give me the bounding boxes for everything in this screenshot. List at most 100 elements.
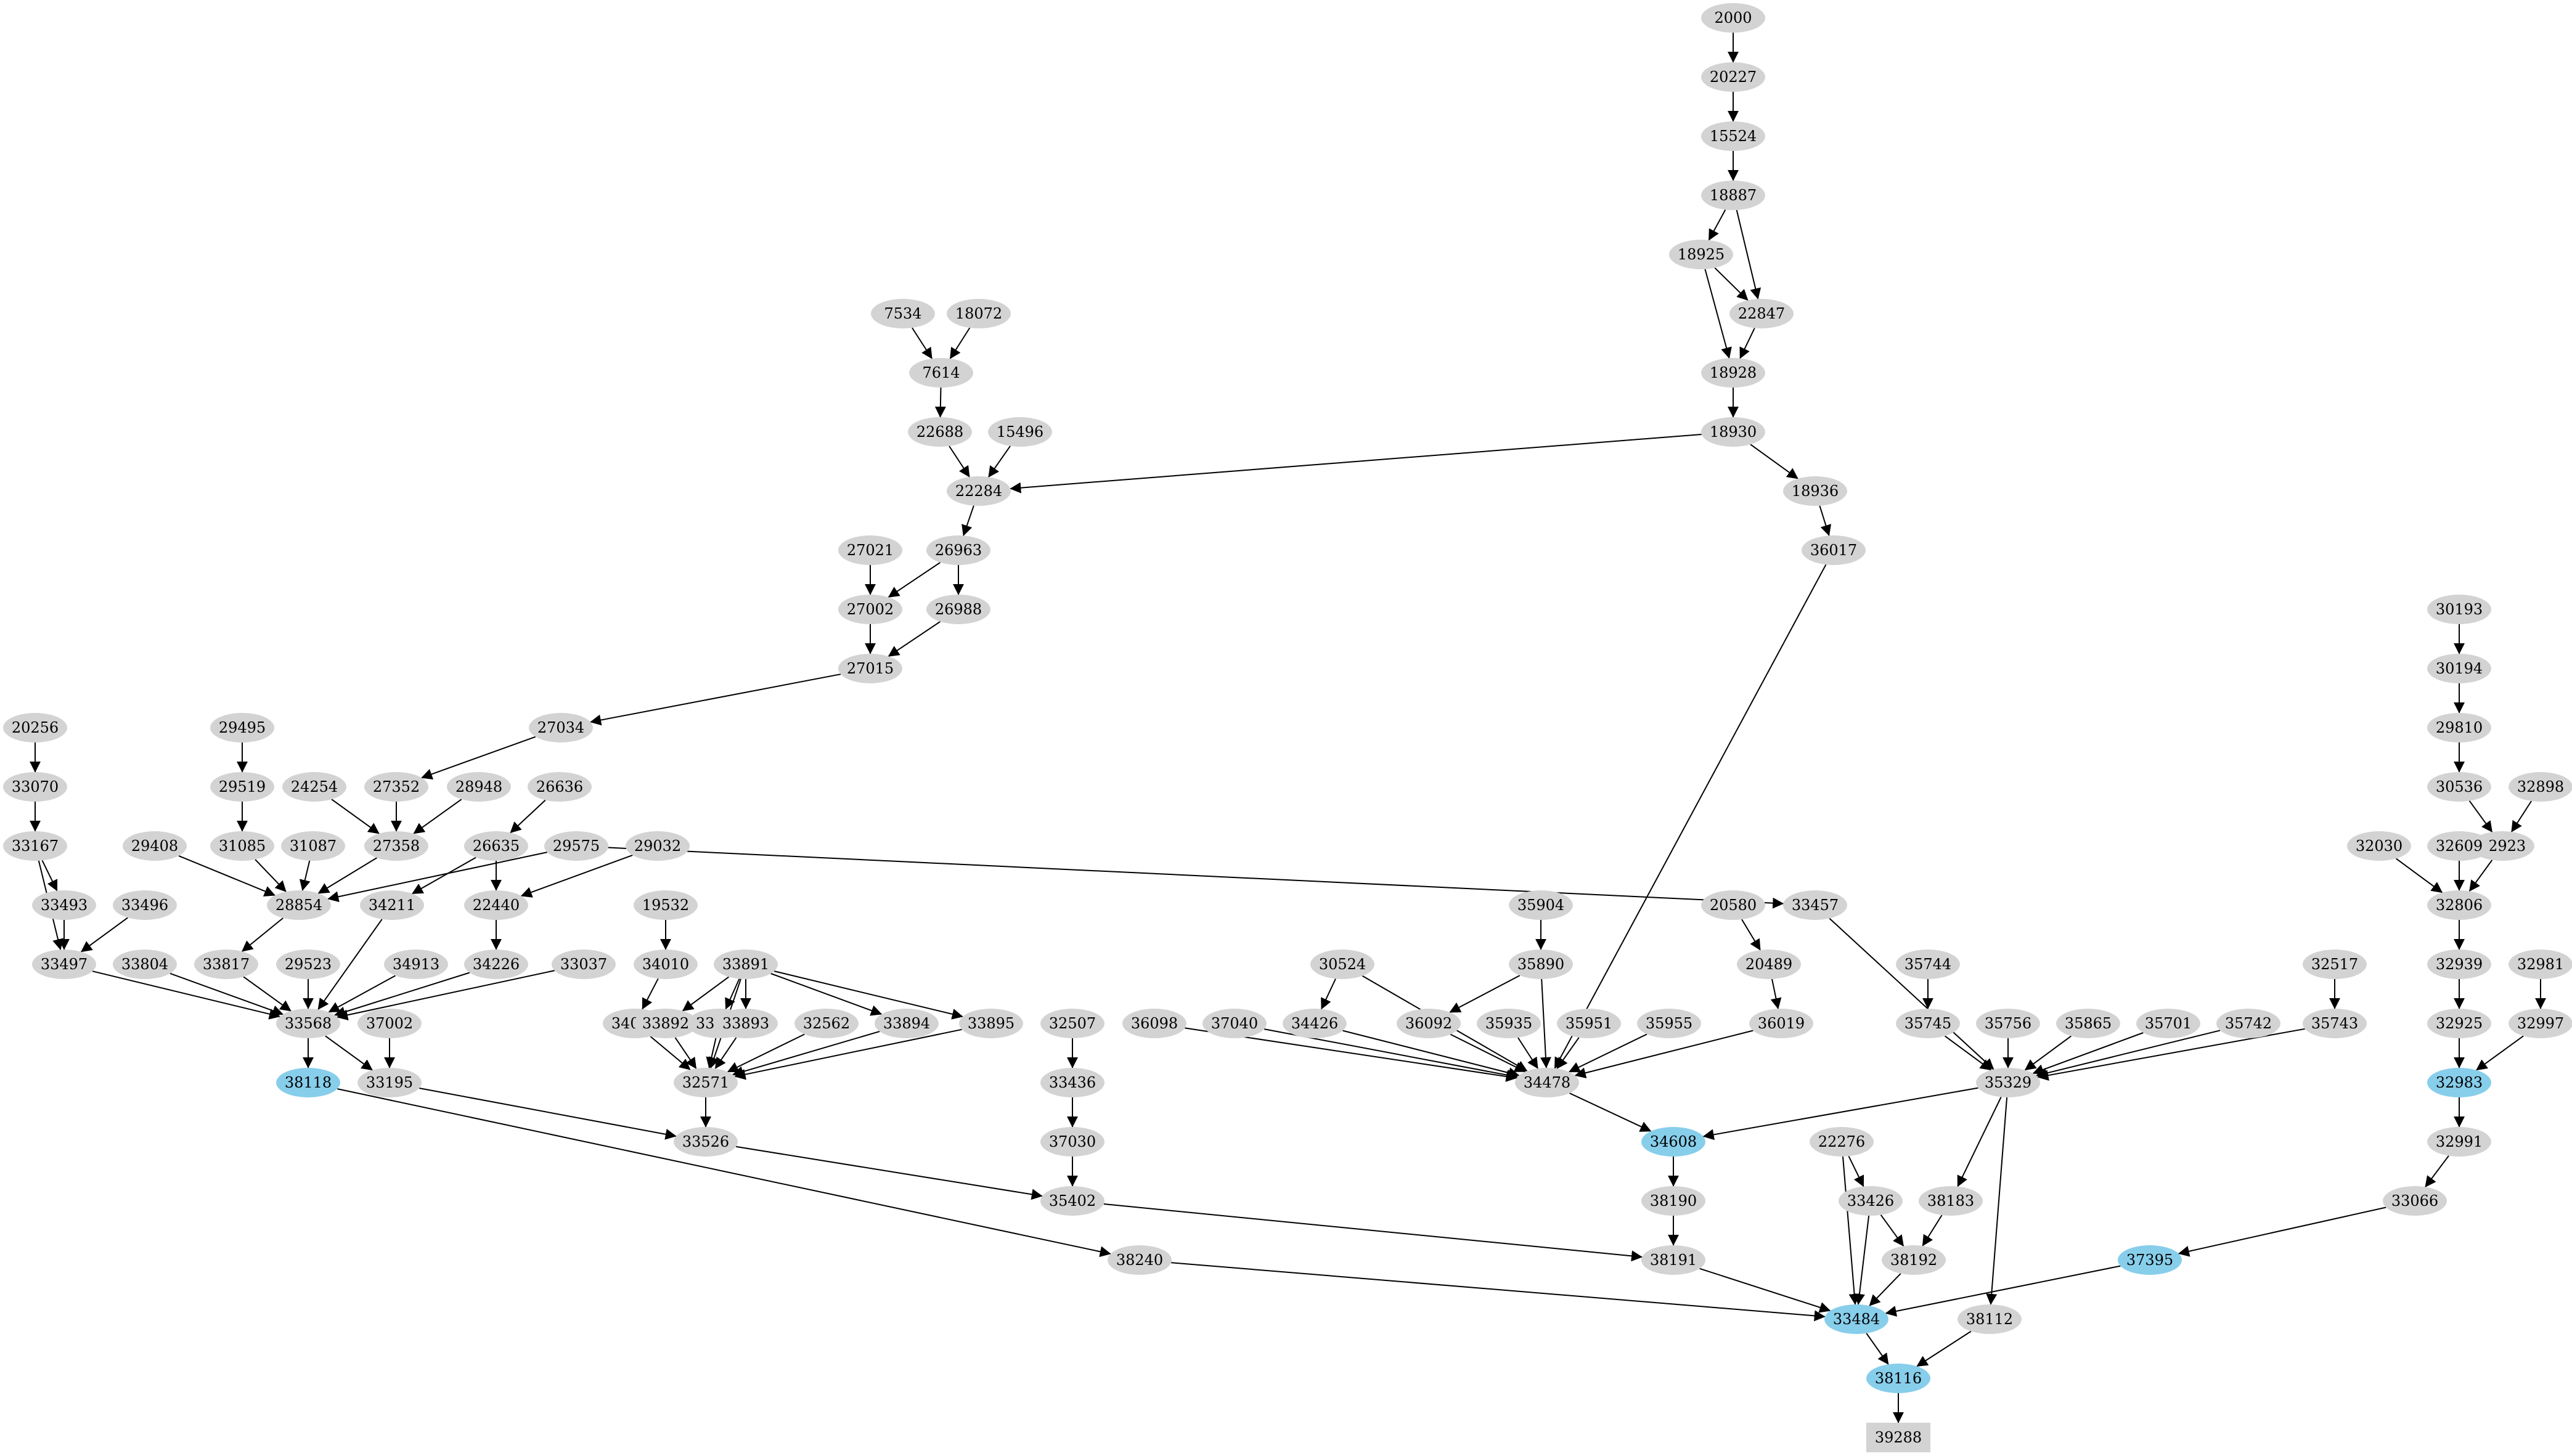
node-30524[interactable]: 30524 [1310,950,1374,979]
node-34226[interactable]: 34226 [464,950,528,979]
node-38116[interactable]: 38116 [1866,1364,1930,1393]
node-22284[interactable]: 22284 [947,476,1011,506]
node-30536[interactable]: 30536 [2427,772,2491,802]
node-33895[interactable]: 33895 [959,1009,1023,1038]
node-36092[interactable]: 36092 [1397,1009,1461,1038]
node-38118[interactable]: 38118 [276,1068,340,1097]
node-38192[interactable]: 38192 [1882,1245,1946,1275]
node-32507[interactable]: 32507 [1040,1009,1104,1038]
node-32806[interactable]: 32806 [2427,890,2491,920]
node-22276[interactable]: 22276 [1810,1127,1874,1157]
node-35329[interactable]: 35329 [1976,1068,2040,1097]
node-37395[interactable]: 37395 [2118,1245,2182,1275]
node-35745[interactable]: 35745 [1896,1009,1960,1038]
node-33892[interactable]: 33892 [634,1009,698,1038]
node-34913[interactable]: 34913 [384,950,448,979]
node-20256[interactable]: 20256 [3,713,67,742]
node-34608[interactable]: 34608 [1641,1127,1705,1157]
node-29575[interactable]: 29575 [544,831,608,861]
node-39288[interactable]: 39288 [1866,1423,1930,1452]
node-32030[interactable]: 32030 [2347,831,2411,861]
node-33568[interactable]: 33568 [276,1009,340,1038]
node-34211[interactable]: 34211 [360,890,424,920]
node-20227[interactable]: 20227 [1701,62,1765,92]
node-26635[interactable]: 26635 [464,831,528,861]
node-36019[interactable]: 36019 [1749,1009,1813,1038]
node-35865[interactable]: 35865 [2056,1009,2120,1038]
node-29408[interactable]: 29408 [123,831,187,861]
node-24254[interactable]: 24254 [282,772,346,802]
node-18930[interactable]: 18930 [1701,417,1765,447]
node-33070[interactable]: 33070 [3,772,67,802]
node-32562[interactable]: 32562 [794,1009,859,1038]
node-31087[interactable]: 31087 [281,831,345,861]
node-33195[interactable]: 33195 [357,1068,422,1097]
node-33457[interactable]: 33457 [1783,890,1847,920]
node-37002[interactable]: 37002 [357,1009,422,1038]
node-2000[interactable]: 2000 [1701,3,1765,33]
node-15496[interactable]: 15496 [988,417,1052,447]
node-15524[interactable]: 15524 [1701,121,1765,151]
node-34478[interactable]: 34478 [1515,1068,1579,1097]
node-33893[interactable]: 33893 [714,1009,778,1038]
node-33496[interactable]: 33496 [113,890,177,920]
node-35756[interactable]: 35756 [1976,1009,2040,1038]
node-32925[interactable]: 32925 [2427,1009,2491,1038]
node-35701[interactable]: 35701 [2136,1009,2200,1038]
node-35935[interactable]: 35935 [1477,1009,1541,1038]
node-32571[interactable]: 32571 [674,1068,738,1097]
node-32609[interactable]: 32609 [2427,831,2491,861]
node-35744[interactable]: 35744 [1896,950,1960,979]
node-27015[interactable]: 27015 [838,654,902,683]
node-33894[interactable]: 33894 [875,1009,939,1038]
node-32517[interactable]: 32517 [2303,950,2367,979]
node-38190[interactable]: 38190 [1641,1186,1705,1216]
node-27034[interactable]: 27034 [529,713,593,742]
node-22847[interactable]: 22847 [1729,299,1794,328]
node-38191[interactable]: 38191 [1641,1245,1705,1275]
node-7614[interactable]: 7614 [909,358,973,388]
node-18925[interactable]: 18925 [1669,240,1733,269]
node-36098[interactable]: 36098 [1122,1009,1186,1038]
node-33526[interactable]: 33526 [674,1127,738,1157]
node-18936[interactable]: 18936 [1783,476,1847,506]
node-33891[interactable]: 33891 [714,950,778,979]
node-33066[interactable]: 33066 [2383,1186,2447,1216]
node-38240[interactable]: 38240 [1108,1245,1172,1275]
node-33497[interactable]: 33497 [32,950,96,979]
node-20489[interactable]: 20489 [1737,950,1801,979]
node-26988[interactable]: 26988 [926,595,990,624]
node-26963[interactable]: 26963 [926,535,990,565]
node-31085[interactable]: 31085 [210,831,274,861]
node-33167[interactable]: 33167 [3,831,67,861]
node-34010[interactable]: 34010 [634,950,698,979]
node-33037[interactable]: 33037 [552,950,616,979]
node-33493[interactable]: 33493 [32,890,96,920]
node-38183[interactable]: 38183 [1919,1186,1983,1216]
node-32939[interactable]: 32939 [2427,950,2491,979]
node-18072[interactable]: 18072 [947,299,1011,328]
node-36017[interactable]: 36017 [1802,535,1866,565]
node-30193[interactable]: 30193 [2427,595,2491,624]
node-19532[interactable]: 19532 [634,890,698,920]
node-29032[interactable]: 29032 [626,831,690,861]
node-32981[interactable]: 32981 [2509,950,2572,979]
node-18887[interactable]: 18887 [1701,181,1765,210]
node-27021[interactable]: 27021 [838,535,902,565]
node-32983[interactable]: 32983 [2427,1068,2491,1097]
node-27358[interactable]: 27358 [364,831,428,861]
node-34426[interactable]: 34426 [1283,1009,1347,1038]
node-32898[interactable]: 32898 [2509,772,2572,802]
node-22688[interactable]: 22688 [908,417,972,447]
node-33817[interactable]: 33817 [194,950,258,979]
node-27002[interactable]: 27002 [838,595,902,624]
node-35742[interactable]: 35742 [2216,1009,2280,1038]
node-28854[interactable]: 28854 [267,890,331,920]
node-26636[interactable]: 26636 [528,772,592,802]
node-27352[interactable]: 27352 [364,772,428,802]
node-7534[interactable]: 7534 [871,299,935,328]
node-33436[interactable]: 33436 [1040,1068,1104,1097]
node-33804[interactable]: 33804 [113,950,177,979]
node-29810[interactable]: 29810 [2427,713,2491,742]
node-35890[interactable]: 35890 [1509,950,1573,979]
